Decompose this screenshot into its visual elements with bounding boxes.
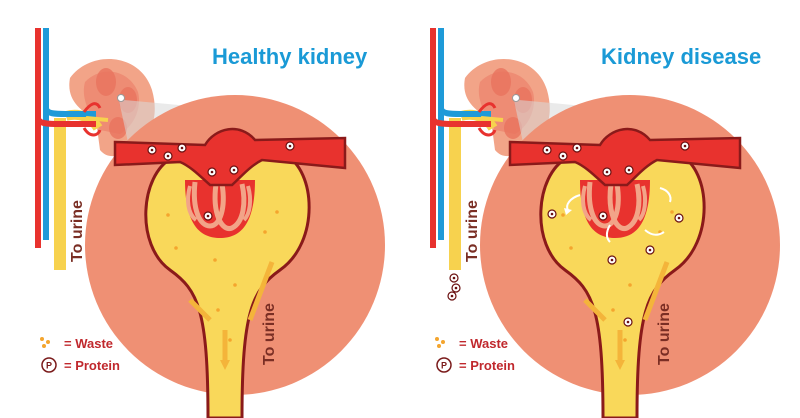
disease-panel-title: Kidney disease bbox=[601, 44, 762, 69]
tube-to-urine-label: To urine bbox=[261, 303, 278, 365]
disease-legend-waste-row: = Waste bbox=[435, 332, 515, 354]
disease-protein-icon: P bbox=[435, 356, 455, 374]
disease-legend-protein-label: = Protein bbox=[459, 357, 515, 373]
disease-legend-protein-row: P = Protein bbox=[435, 354, 515, 376]
disease-legend-waste-label: = Waste bbox=[459, 335, 509, 351]
kidney-to-urine-label: To urine bbox=[69, 200, 86, 262]
disease-waste-dots-icon bbox=[435, 334, 455, 352]
legend-waste-row: = Waste bbox=[40, 332, 120, 354]
healthy-legend: = Waste P = Protein bbox=[40, 332, 120, 376]
disease-kidney-to-urine-label: To urine bbox=[464, 200, 481, 262]
protein-leak-arrows bbox=[447, 187, 684, 327]
waste-icon bbox=[40, 337, 445, 348]
protein-symbol: P bbox=[46, 361, 52, 371]
protein-icon: P bbox=[40, 356, 60, 374]
disease-protein-symbol: P bbox=[441, 361, 447, 371]
legend-protein-label: = Protein bbox=[64, 357, 120, 373]
legend-protein-row: P = Protein bbox=[40, 354, 120, 376]
waste-dots-icon bbox=[40, 334, 60, 352]
legend-waste-label: = Waste bbox=[64, 335, 114, 351]
disease-legend: = Waste P = Protein bbox=[435, 332, 515, 376]
disease-tube-to-urine-label: To urine bbox=[656, 303, 673, 365]
healthy-panel-title: Healthy kidney bbox=[212, 44, 368, 69]
